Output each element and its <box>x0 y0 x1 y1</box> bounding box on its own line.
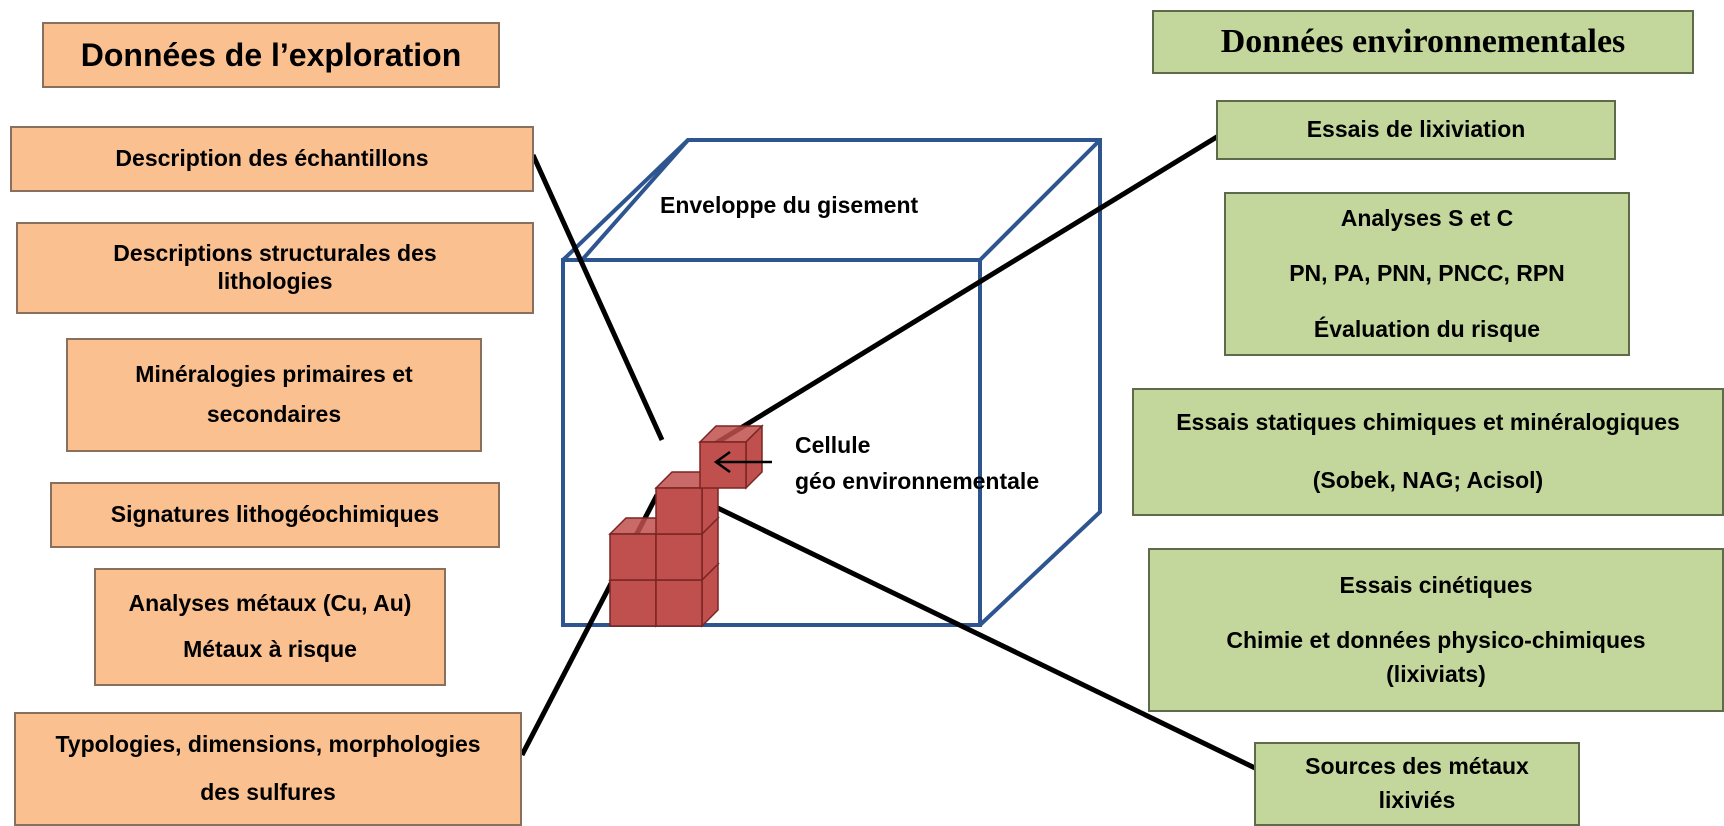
item-line: secondaires <box>206 401 342 427</box>
exploration-item-typologies: Typologies, dimensions, morphologies des… <box>14 712 522 826</box>
item-line: Signatures lithogéochimiques <box>110 501 440 528</box>
item-line: Description des échantillons <box>115 145 429 172</box>
item-line: Analyses S et C <box>1340 204 1514 231</box>
item-line: (lixiviats) <box>1386 660 1486 687</box>
exploration-title-box: Données de l’exploration <box>42 22 500 88</box>
exploration-item-analyses-metaux: Analyses métaux (Cu, Au) Métaux à risque <box>94 568 446 686</box>
cube-top-left-edge <box>561 138 690 262</box>
cell-label-line: géo environnementale <box>795 467 1040 494</box>
item-line: PN, PA, PNN, PNCC, RPN <box>1289 260 1565 287</box>
item-line: des sulfures <box>200 779 336 805</box>
item-line: Descriptions structurales des <box>113 240 437 267</box>
item-line: Sources des métaux <box>1305 753 1529 780</box>
item-line: Analyses métaux (Cu, Au) <box>128 590 412 617</box>
environmental-item-essais-statiques: Essais statiques chimiques et minéralogi… <box>1132 388 1724 516</box>
cell-label-line: Cellule <box>795 432 871 458</box>
environmental-item-lixiviation: Essais de lixiviation <box>1216 100 1616 160</box>
connector-description-echantillons <box>530 153 665 442</box>
cube-hidden-edge <box>978 138 1102 262</box>
item-line: (Sobek, NAG; Acisol) <box>1312 467 1544 493</box>
exploration-item-signatures: Signatures lithogéochimiques <box>50 482 500 548</box>
cell-pointer-arrow <box>713 450 772 474</box>
cube-front-face <box>561 258 982 627</box>
environmental-item-analyses-sc: Analyses S et C PN, PA, PNN, PNCC, RPN É… <box>1224 192 1630 356</box>
item-line: Chimie et données physico-chimiques <box>1226 627 1646 654</box>
geo-cell <box>698 424 764 490</box>
connector-essais-lixiviation <box>706 132 1222 451</box>
exploration-title: Données de l’exploration <box>80 36 462 73</box>
item-line: Métaux à risque <box>183 636 357 662</box>
item-line: Essais cinétiques <box>1339 571 1533 598</box>
item-line: Minéralogies primaires et <box>135 361 413 388</box>
item-line: Évaluation du risque <box>1313 315 1541 342</box>
exploration-item-structurales: Descriptions structurales des lithologie… <box>16 222 534 314</box>
environmental-item-sources-metaux: Sources des métaux lixiviés <box>1254 742 1580 826</box>
exploration-item-mineralogies: Minéralogies primaires et secondaires <box>66 338 482 452</box>
item-line: lixiviés <box>1378 787 1456 813</box>
item-line: lithologies <box>217 268 333 294</box>
exploration-item-echantillons: Description des échantillons <box>10 126 534 192</box>
connector-sources-metaux <box>693 494 1257 771</box>
item-line: Essais statiques chimiques et minéralogi… <box>1176 409 1680 436</box>
item-line: Typologies, dimensions, morphologies <box>55 731 481 758</box>
item-line: Essais de lixiviation <box>1306 116 1526 143</box>
environmental-item-essais-cinetiques: Essais cinétiques Chimie et données phys… <box>1148 548 1724 712</box>
geo-environmental-cells <box>608 424 764 628</box>
cell-label: Cellule géo environnementale <box>795 428 1039 499</box>
connector-lines <box>519 132 1257 771</box>
deposit-envelope-label: Enveloppe du gisement <box>660 192 919 218</box>
environmental-title-box: Données environnementales <box>1152 10 1694 74</box>
environmental-title: Données environnementales <box>1220 22 1626 60</box>
deposit-envelope-cube <box>561 138 1102 627</box>
